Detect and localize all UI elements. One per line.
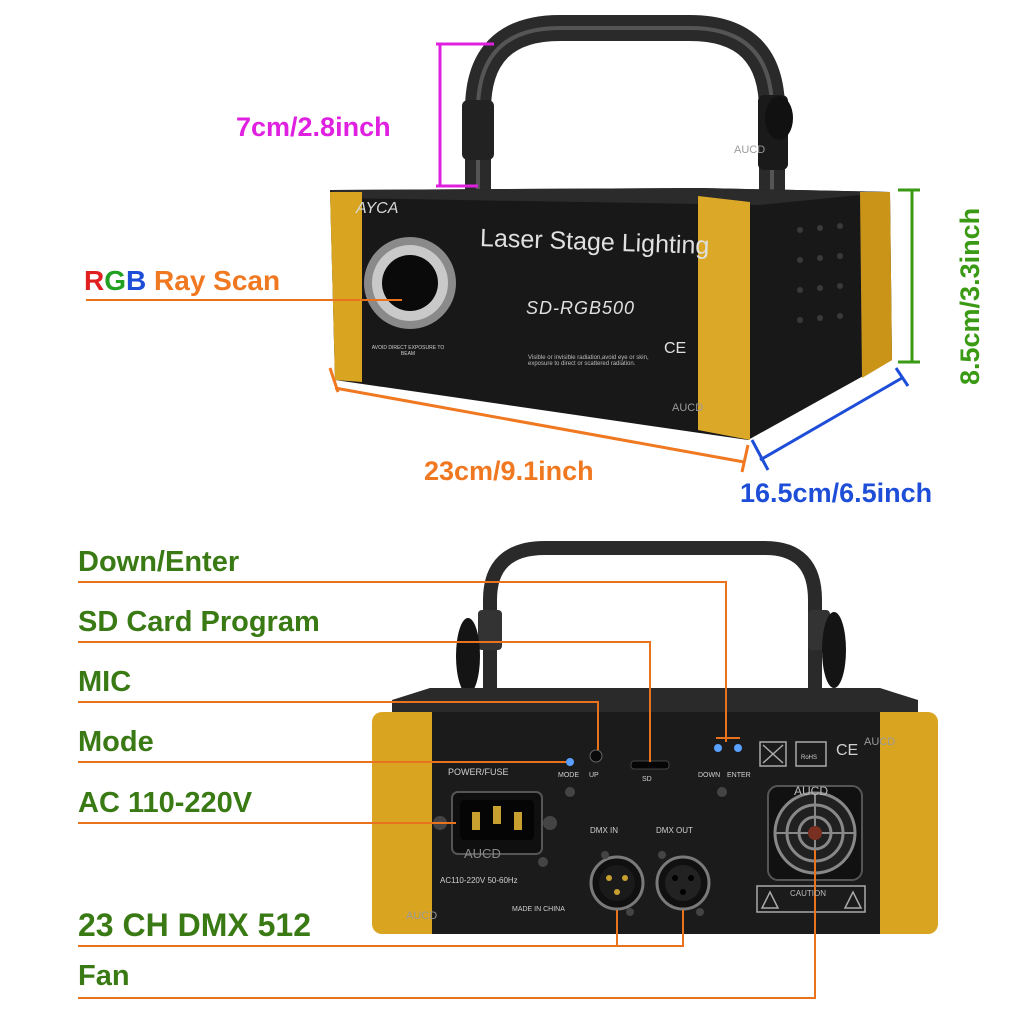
- gold-end-cap-front-right: [698, 196, 750, 440]
- rgb-ray-scan-label: RGB Ray Scan: [84, 265, 280, 297]
- front-body: [330, 188, 892, 440]
- weee-icon: [759, 741, 787, 767]
- front-model: SD-RGB500: [526, 298, 636, 318]
- fan-brand: AUCD: [794, 784, 829, 798]
- callout-dmx: 23 CH DMX 512: [78, 907, 311, 943]
- dim-depth: [750, 367, 910, 471]
- dim-width: [328, 367, 750, 473]
- caution-text: CAUTION: [790, 889, 826, 898]
- made-in-label: MADE IN CHINA: [512, 906, 565, 913]
- rgb-b: B: [126, 265, 147, 296]
- dim-label-depth: 16.5cm/6.5inch: [740, 478, 933, 508]
- dim-height-top: [436, 42, 494, 188]
- dim-label-width: 23cm/9.1inch: [424, 456, 594, 486]
- callout-sd-card: SD Card Program: [78, 606, 320, 638]
- laser-warning-text: Visible or invisible radiation,avoid eye…: [528, 355, 649, 367]
- front-ce-mark: CE: [664, 340, 687, 357]
- ac-rating-label: AC110-220V 50-60Hz: [440, 876, 518, 885]
- leader-down-enter: [78, 581, 727, 742]
- rear-leaders: [78, 581, 816, 999]
- sd-label: SD: [642, 776, 652, 783]
- dim-label-height-body: 8.5cm/3.3inch: [955, 207, 985, 385]
- leader-sd: [78, 641, 651, 762]
- rear-body: [372, 688, 938, 934]
- callout-ac: AC 110-220V: [78, 787, 253, 819]
- power-fuse-label: POWER/FUSE: [448, 767, 509, 777]
- callout-mode: Mode: [78, 726, 154, 758]
- front-watermark: AUCD: [672, 402, 704, 414]
- dmx-in-label: DMX IN: [590, 826, 618, 835]
- rohs-label: RoHS: [801, 755, 818, 761]
- mode-button: [566, 758, 574, 766]
- gold-end-cap-left: [330, 192, 362, 382]
- rgb-r: R: [84, 265, 105, 296]
- leader-mic: [78, 701, 599, 750]
- enter-label: ENTER: [727, 772, 751, 779]
- mode-label: MODE: [558, 772, 579, 779]
- leader-fan: [78, 850, 816, 999]
- knob-right: [822, 612, 846, 688]
- rear-watermark: AUCD: [864, 736, 896, 748]
- enter-button: [734, 744, 742, 752]
- gold-end-cap-side: [860, 192, 892, 378]
- knob-left: [456, 618, 480, 694]
- callout-mic: MIC: [78, 666, 132, 698]
- ray-scan-text: Ray Scan: [154, 265, 281, 296]
- down-button: [714, 744, 722, 752]
- callout-fan: Fan: [78, 960, 130, 992]
- rear-handle: [456, 541, 846, 705]
- rear-ce-mark: CE: [836, 742, 859, 759]
- front-handle: [462, 15, 793, 190]
- socket-brand: AUCD: [464, 846, 501, 861]
- rear-watermark-2: AUCD: [406, 910, 438, 922]
- aperture-warning: AVOID DIRECT EXPOSURE TO BEAM: [371, 345, 445, 357]
- rgb-g: G: [104, 265, 127, 296]
- rohs-icon: [795, 741, 827, 767]
- dmx-out-label: DMX OUT: [656, 826, 693, 835]
- sd-slot: [630, 760, 670, 770]
- dim-height-body: [898, 188, 920, 364]
- dim-label-height-top: 7cm/2.8inch: [236, 112, 391, 142]
- handle-watermark: AUCD: [734, 144, 766, 156]
- brand-logo: AYCA: [356, 200, 399, 217]
- down-label: DOWN: [698, 772, 721, 779]
- caution-label: [756, 885, 866, 913]
- mic-hole: [589, 749, 603, 763]
- callout-down-enter: Down/Enter: [78, 546, 240, 578]
- up-label: UP: [589, 772, 599, 779]
